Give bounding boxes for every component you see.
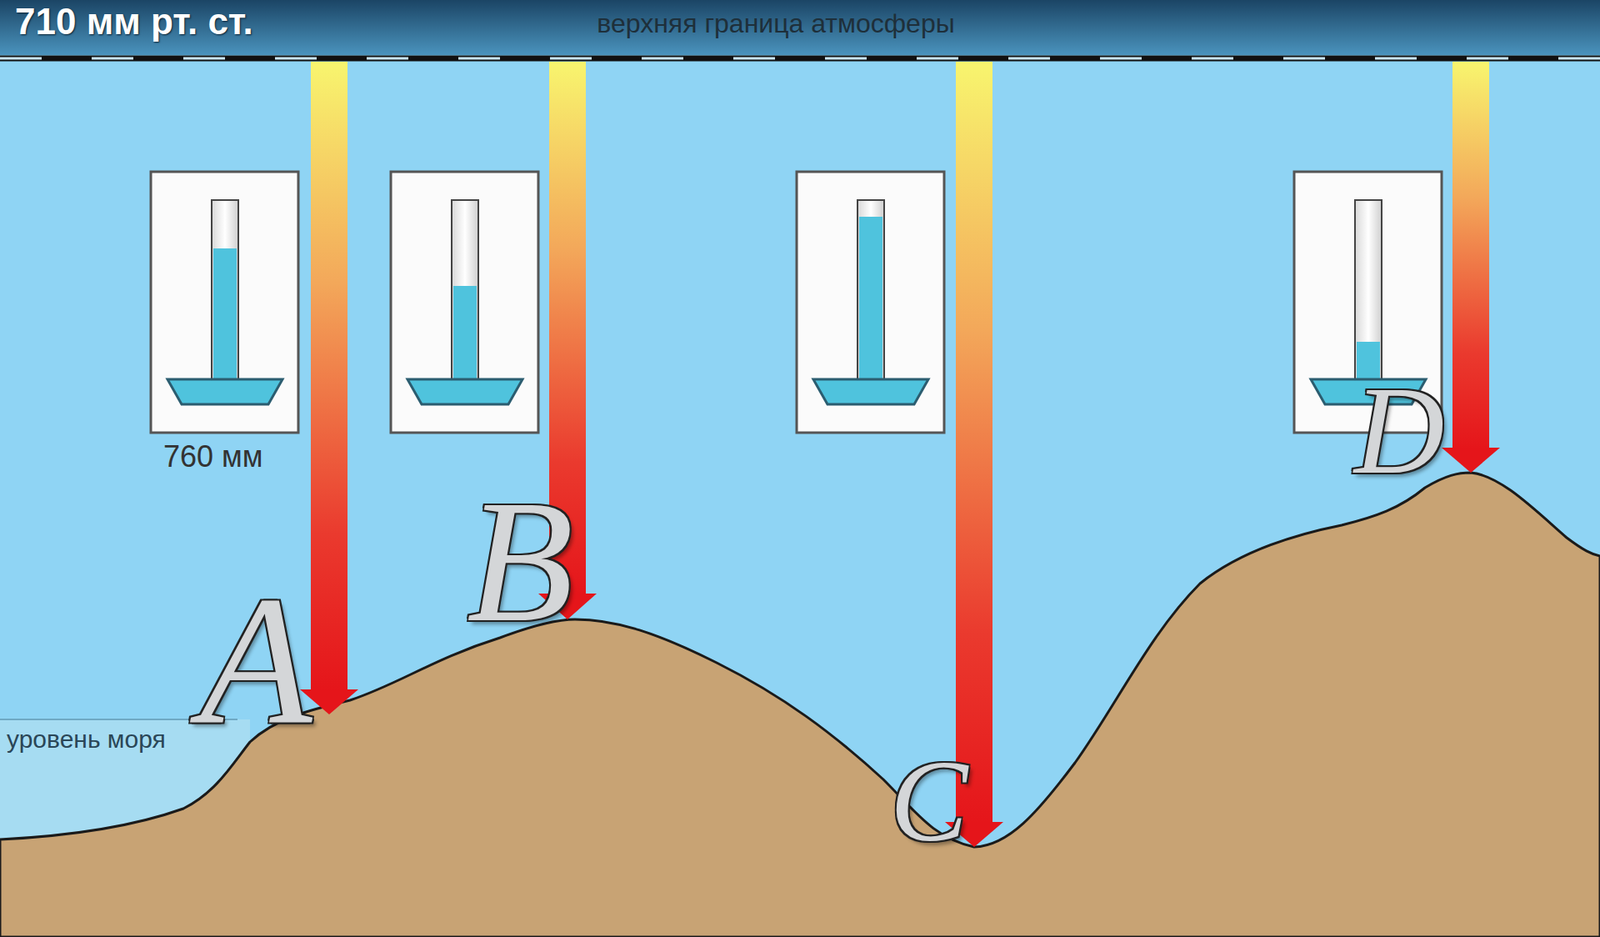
atmosphere-boundary-dash — [0, 57, 1600, 60]
pressure-value: 710 мм рт. ст. — [15, 3, 254, 40]
barometer — [796, 171, 945, 433]
point-letter: C — [890, 733, 968, 868]
barometer — [390, 171, 539, 433]
point-letter: B — [466, 460, 574, 662]
boundary-label: верхняя граница атмосферы — [596, 10, 955, 37]
point-letter: A — [200, 555, 312, 766]
point-letter: D — [1354, 358, 1445, 502]
ground-profile — [0, 472, 1600, 937]
pressure-arrow — [945, 61, 1004, 847]
top-bar — [0, 0, 1600, 55]
barometer — [150, 171, 299, 433]
pressure-arrow — [1441, 61, 1500, 473]
atmosphere-boundary — [0, 55, 1600, 62]
barometer-reading: 760 мм — [163, 441, 264, 472]
sea-level-label: уровень моря — [6, 726, 166, 752]
